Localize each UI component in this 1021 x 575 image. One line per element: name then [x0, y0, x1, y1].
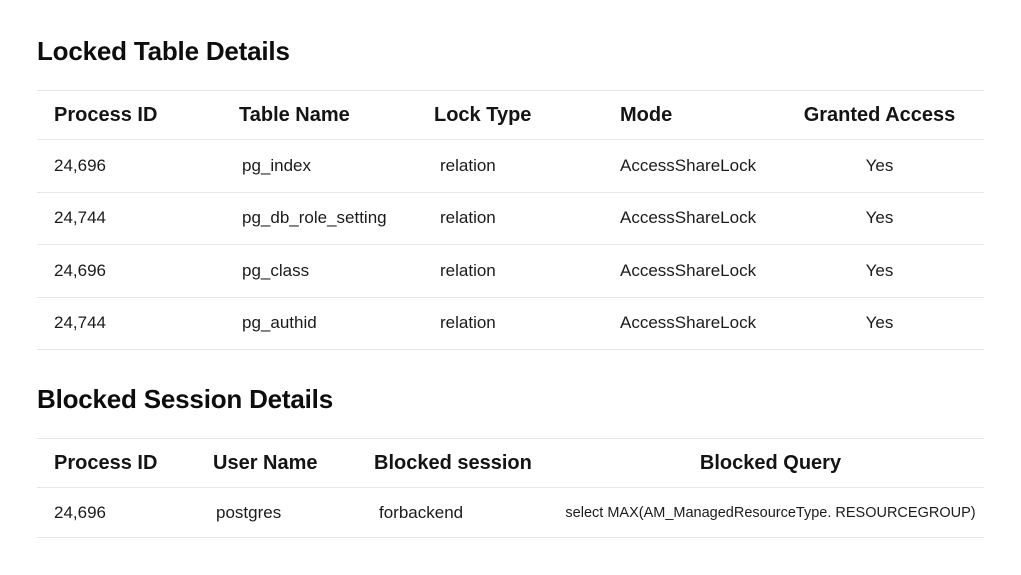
header-mode: Mode	[620, 103, 673, 126]
cell-mode: AccessShareLock	[620, 208, 757, 228]
cell-table-name: pg_index	[242, 155, 312, 175]
header-process-id: Process ID	[54, 451, 158, 474]
cell-granted-access: Yes	[865, 155, 894, 175]
cell-mode: AccessShareLock	[620, 155, 757, 175]
cell-granted-access: Yes	[865, 260, 894, 280]
locked-table: Process ID Table Name Lock Type Mode Gra…	[37, 90, 984, 350]
header-blocked-query: Blocked Query	[699, 451, 842, 474]
table-row: 24,744 pg_db_role_setting relation Acces…	[37, 193, 984, 245]
table-header-row: Process ID Table Name Lock Type Mode Gra…	[37, 90, 984, 140]
table-row: 24,696 postgres forbackend select MAX(AM…	[37, 488, 984, 538]
cell-lock-type: relation	[440, 260, 496, 280]
cell-process-id: 24,744	[54, 208, 106, 228]
table-row: 24,696 pg_class relation AccessShareLock…	[37, 245, 984, 298]
cell-granted-access: Yes	[865, 313, 894, 333]
cell-lock-type: relation	[440, 208, 496, 228]
cell-process-id: 24,696	[54, 260, 106, 280]
cell-lock-type: relation	[440, 155, 496, 175]
cell-user-name: postgres	[216, 502, 282, 522]
header-table-name: Table Name	[239, 103, 350, 126]
blocked-session-table: Process ID User Name Blocked session Blo…	[37, 438, 984, 538]
header-blocked-session: Blocked session	[374, 451, 532, 474]
blocked-session-title: Blocked Session Details	[37, 384, 333, 414]
header-process-id: Process ID	[54, 103, 158, 126]
table-row: 24,744 pg_authid relation AccessShareLoc…	[37, 298, 984, 350]
cell-mode: AccessShareLock	[620, 260, 757, 280]
cell-mode: AccessShareLock	[620, 313, 757, 333]
cell-process-id: 24,696	[54, 155, 106, 175]
cell-granted-access: Yes	[865, 208, 894, 228]
cell-process-id: 24,696	[54, 502, 106, 522]
cell-lock-type: relation	[440, 313, 496, 333]
locked-table-title: Locked Table Details	[37, 36, 290, 66]
cell-blocked-query: select MAX(AM_ManagedResourceType. RESOU…	[565, 504, 976, 521]
header-lock-type: Lock Type	[434, 103, 532, 126]
cell-table-name: pg_db_role_setting	[242, 208, 387, 228]
cell-table-name: pg_authid	[242, 313, 317, 333]
cell-table-name: pg_class	[242, 260, 310, 280]
header-user-name: User Name	[213, 451, 318, 474]
table-row: 24,696 pg_index relation AccessShareLock…	[37, 140, 984, 193]
cell-process-id: 24,744	[54, 313, 106, 333]
cell-blocked-session: forbackend	[379, 502, 464, 522]
table-header-row: Process ID User Name Blocked session Blo…	[37, 438, 984, 488]
header-granted-access: Granted Access	[803, 103, 956, 126]
